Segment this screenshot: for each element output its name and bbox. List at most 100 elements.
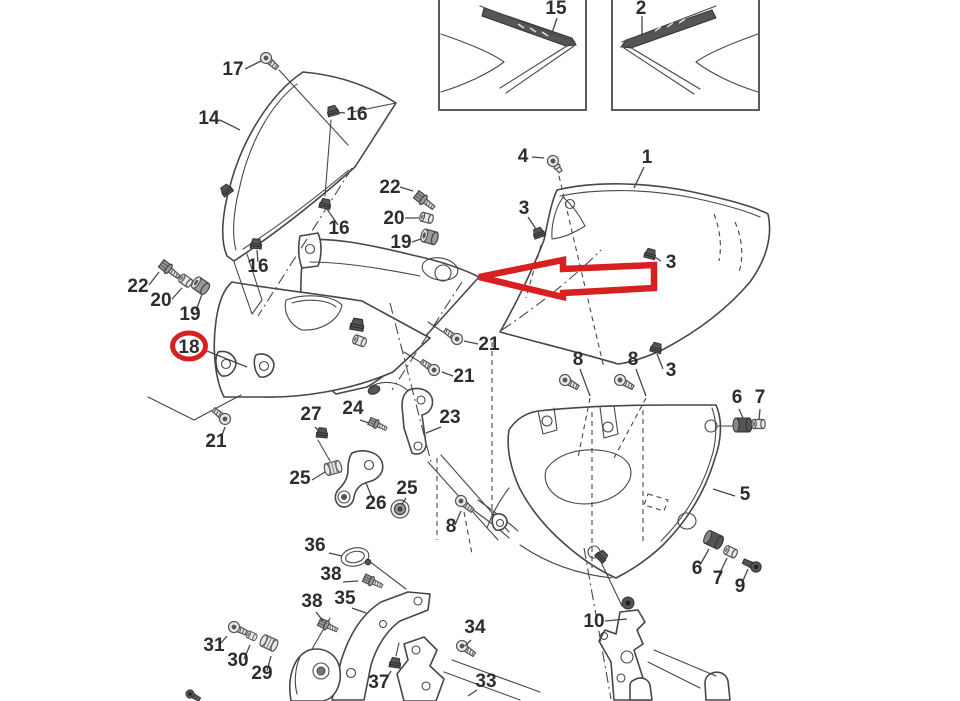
bushing-icon-6	[732, 417, 753, 433]
grommet-icon-19	[419, 227, 441, 246]
panel-18-art	[213, 281, 431, 398]
part-label-19: 19	[179, 304, 200, 325]
inset-2-art	[620, 5, 759, 95]
screw-icon-4	[546, 154, 563, 174]
part-label-22: 22	[379, 177, 400, 198]
part-label-25: 25	[396, 478, 418, 499]
part-label-31: 31	[203, 635, 225, 656]
part-label-10: 10	[583, 611, 604, 632]
clamp-ring-36	[340, 547, 370, 567]
part-label-25: 25	[289, 468, 311, 489]
highlight-layer	[170, 256, 658, 362]
part-label-7: 7	[755, 387, 766, 408]
part-label-8: 8	[628, 349, 639, 370]
part-label-15: 15	[545, 0, 567, 19]
part-label-36: 36	[304, 535, 325, 556]
bracket-33	[396, 636, 445, 701]
grommet-icon-19	[189, 274, 212, 297]
bolt-icon-22	[157, 258, 183, 282]
part-label-3: 3	[666, 252, 677, 273]
leader-lines	[148, 16, 761, 697]
part-label-24: 24	[342, 398, 364, 419]
part-label-20: 20	[383, 208, 404, 229]
part-label-18: 18	[178, 337, 199, 358]
screw-icon-21	[440, 325, 466, 348]
part-label-23: 23	[439, 407, 460, 428]
part-label-22: 22	[127, 276, 148, 297]
part-label-8: 8	[573, 349, 584, 370]
linkage-arm-26	[334, 450, 384, 508]
part-label-35: 35	[334, 588, 356, 609]
bolt-icon-22	[412, 189, 438, 213]
part-label-33: 33	[475, 671, 496, 692]
part-label-5: 5	[740, 484, 751, 505]
inset-detail-boxes	[438, 0, 760, 111]
screw-icon-8	[556, 371, 582, 393]
mount-tab	[297, 232, 322, 269]
collar-icon-20	[418, 211, 435, 225]
part-label-14: 14	[198, 108, 220, 129]
panel-14-art	[218, 71, 397, 315]
collar-icon-7	[751, 418, 766, 430]
bracket-23	[401, 387, 434, 455]
part-label-37: 37	[368, 672, 389, 693]
part-label-1: 1	[642, 147, 653, 168]
construction-lines	[257, 69, 736, 701]
screw-icon-21	[209, 404, 234, 428]
part-label-6: 6	[732, 387, 743, 408]
inset-15-art	[440, 5, 577, 94]
part-label-2: 2	[636, 0, 647, 19]
part-label-27: 27	[300, 404, 321, 425]
fastener-icons	[157, 49, 766, 701]
part-label-7: 7	[713, 568, 724, 589]
highlight-arrow-icon	[478, 256, 658, 302]
part-label-9: 9	[735, 576, 746, 597]
part-label-3: 3	[666, 360, 677, 381]
grommet-icon-25	[322, 459, 344, 477]
scoop-detail	[284, 295, 343, 331]
screw-icon-17	[257, 49, 282, 73]
bracket-art	[289, 381, 731, 701]
part-label-19: 19	[390, 232, 411, 253]
part-label-6: 6	[692, 558, 703, 579]
part-label-16: 16	[328, 218, 349, 239]
bolt-icon-34	[453, 637, 479, 660]
part-label-3: 3	[519, 198, 530, 219]
clip-icon-3	[531, 225, 546, 240]
decal-strip-15	[481, 7, 577, 47]
part-label-38: 38	[301, 591, 322, 612]
bolt-icon-24	[366, 416, 389, 434]
part-label-16: 16	[247, 256, 268, 277]
part-label-29: 29	[251, 663, 272, 684]
part-label-21: 21	[205, 431, 227, 452]
window-cutout	[544, 449, 632, 505]
screw-icon-21	[417, 356, 443, 379]
part-label-20: 20	[150, 290, 171, 311]
stay-bracket-35	[331, 591, 431, 701]
inset-box-2	[611, 0, 760, 111]
bolt-icon	[621, 596, 635, 610]
part-label-8: 8	[446, 516, 457, 537]
screw-icon-8	[611, 371, 637, 393]
part-label-34: 34	[464, 617, 486, 638]
grommet-icon-25	[390, 499, 410, 519]
nut-icon-37	[388, 656, 402, 669]
part-label-21: 21	[478, 334, 500, 355]
part-label-16: 16	[346, 104, 367, 125]
bushing-icon-6	[701, 528, 726, 551]
bolt-icon-9	[740, 555, 764, 575]
bolt-icon-38	[361, 572, 385, 592]
bolt-icon-38	[316, 616, 340, 636]
highlight-circle-18	[170, 330, 208, 362]
collar-icon-7	[721, 544, 740, 560]
part-label-17: 17	[222, 59, 243, 80]
clip-icon-16	[318, 197, 333, 211]
grommet-icon-29	[258, 633, 280, 653]
part-label-4: 4	[518, 146, 529, 167]
bolt-icon	[183, 687, 203, 701]
panel-5-art	[486, 404, 722, 579]
part-label-26: 26	[365, 493, 386, 514]
